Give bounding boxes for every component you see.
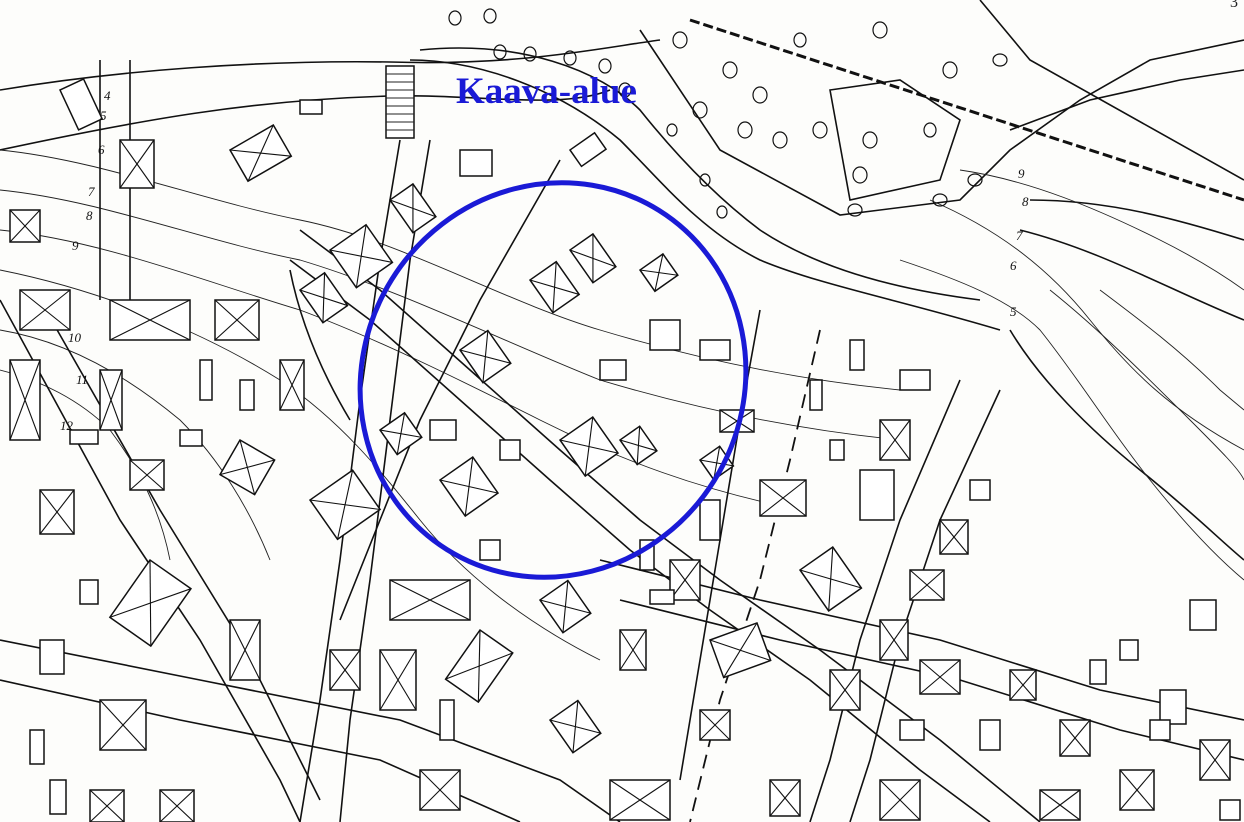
contour-label: 7 [1016, 228, 1023, 243]
plan-area-label: Kaava-alue [456, 71, 637, 112]
contour-label: 8 [1022, 194, 1029, 209]
contour-label: 4 [104, 88, 111, 103]
contour-label: 5 [100, 108, 107, 123]
buildings [9, 78, 1241, 822]
contour-label: 6 [1010, 258, 1017, 273]
contour-label: 6 [98, 142, 105, 157]
contour-label: 12 [60, 418, 74, 433]
contour-lines [0, 149, 1244, 661]
contour-label: 7 [88, 184, 95, 199]
page-number: 3 [1230, 0, 1238, 11]
contour-label: 8 [86, 208, 93, 223]
street-lines [0, 60, 1244, 822]
contour-label: 9 [1018, 166, 1025, 181]
bridge [385, 65, 415, 139]
tree-symbols [448, 8, 1008, 219]
contour-label: 10 [68, 330, 82, 345]
contour-labels: 4 5 6 7 8 9 10 11 12 9 8 7 6 5 [60, 88, 1029, 433]
contour-label: 5 [1010, 304, 1017, 319]
contour-label: 9 [72, 238, 79, 253]
plan-area-highlight [357, 180, 749, 580]
contour-label: 11 [76, 372, 88, 387]
